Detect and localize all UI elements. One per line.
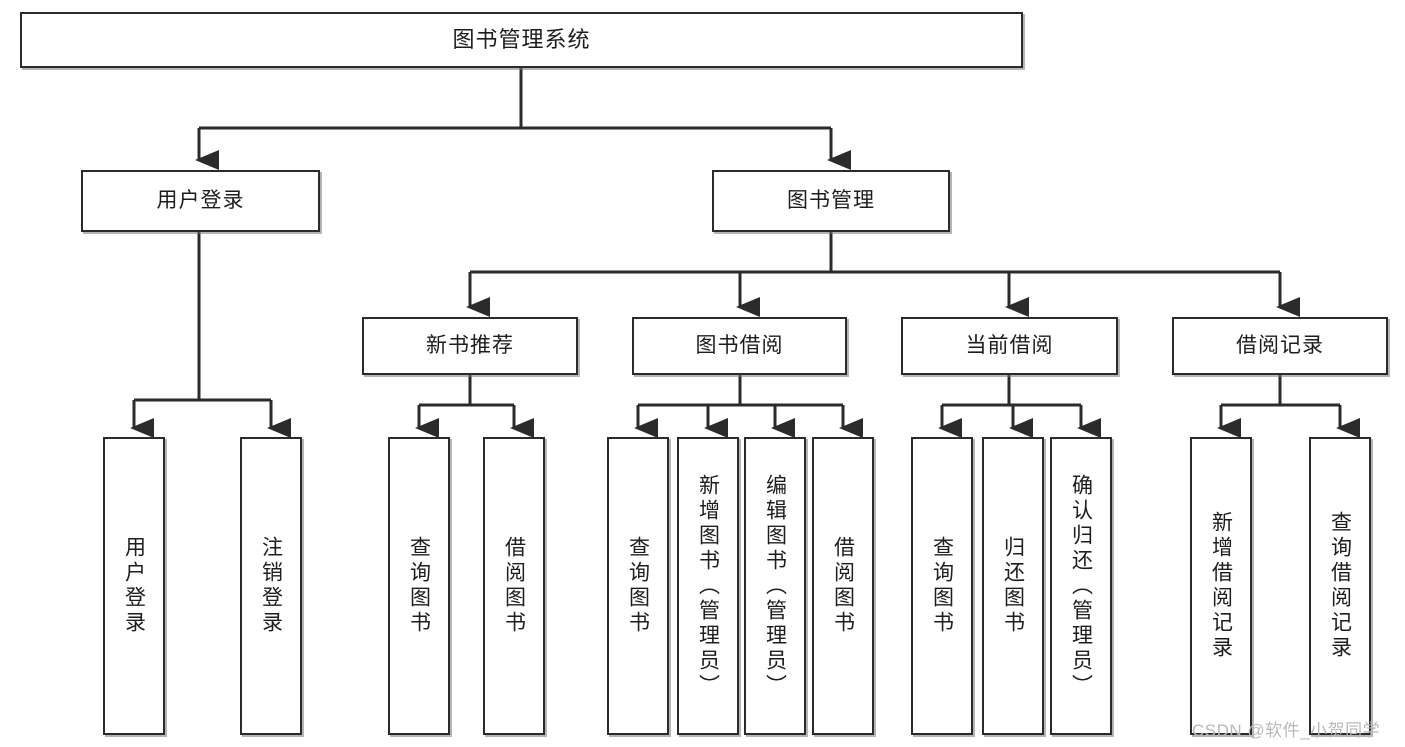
node-label: 归还图书 [1001, 536, 1025, 636]
node-label: 查询图书 [407, 536, 431, 636]
node-leaf-query-book-3[interactable]: 查询图书 [911, 437, 973, 735]
node-borrow-record[interactable]: 借阅记录 [1172, 317, 1388, 375]
node-leaf-logout[interactable]: 注销登录 [240, 437, 302, 735]
node-leaf-edit-book[interactable]: 编辑图书（管理员） [744, 437, 806, 735]
node-leaf-borrow-book-2[interactable]: 借阅图书 [812, 437, 874, 735]
node-leaf-borrow-book-1[interactable]: 借阅图书 [483, 437, 545, 735]
node-label: 当前借阅 [965, 333, 1054, 357]
node-label: 借阅图书 [831, 536, 855, 636]
node-label: 用户登录 [156, 188, 245, 212]
node-leaf-confirm-return[interactable]: 确认归还（管理员） [1050, 437, 1112, 735]
node-label: 查询借阅记录 [1328, 511, 1352, 661]
node-book-borrow[interactable]: 图书借阅 [632, 317, 847, 375]
node-label: 用户登录 [122, 536, 146, 636]
node-label: 确认归还（管理员） [1069, 473, 1093, 699]
node-leaf-return-book[interactable]: 归还图书 [982, 437, 1044, 735]
node-label: 新书推荐 [426, 333, 514, 357]
node-label: 注销登录 [259, 536, 283, 636]
csdn-watermark: CSDN @软件_小贺同学 [1192, 721, 1381, 740]
node-label: 查询图书 [930, 536, 954, 636]
node-book-manage[interactable]: 图书管理 [712, 170, 950, 232]
node-label: 借阅图书 [502, 536, 526, 636]
node-leaf-query-book-2[interactable]: 查询图书 [607, 437, 669, 735]
node-label: 图书管理 [787, 188, 875, 212]
node-label: 图书管理系统 [452, 27, 591, 53]
node-leaf-query-book-1[interactable]: 查询图书 [388, 437, 450, 735]
node-leaf-query-record[interactable]: 查询借阅记录 [1309, 437, 1371, 735]
node-label: 新增图书（管理员） [696, 473, 720, 699]
node-current-borrow[interactable]: 当前借阅 [901, 317, 1118, 375]
node-leaf-user-login[interactable]: 用户登录 [103, 437, 165, 735]
node-label: 借阅记录 [1236, 333, 1324, 357]
node-leaf-add-book[interactable]: 新增图书（管理员） [677, 437, 739, 735]
node-leaf-add-record[interactable]: 新增借阅记录 [1190, 437, 1252, 735]
node-label: 图书借阅 [695, 333, 784, 357]
node-user-login[interactable]: 用户登录 [81, 170, 320, 232]
node-label: 编辑图书（管理员） [763, 473, 787, 699]
node-label: 新增借阅记录 [1209, 511, 1233, 661]
node-new-book-recommend[interactable]: 新书推荐 [362, 317, 578, 375]
node-root-system[interactable]: 图书管理系统 [20, 12, 1023, 68]
node-label: 查询图书 [626, 536, 650, 636]
